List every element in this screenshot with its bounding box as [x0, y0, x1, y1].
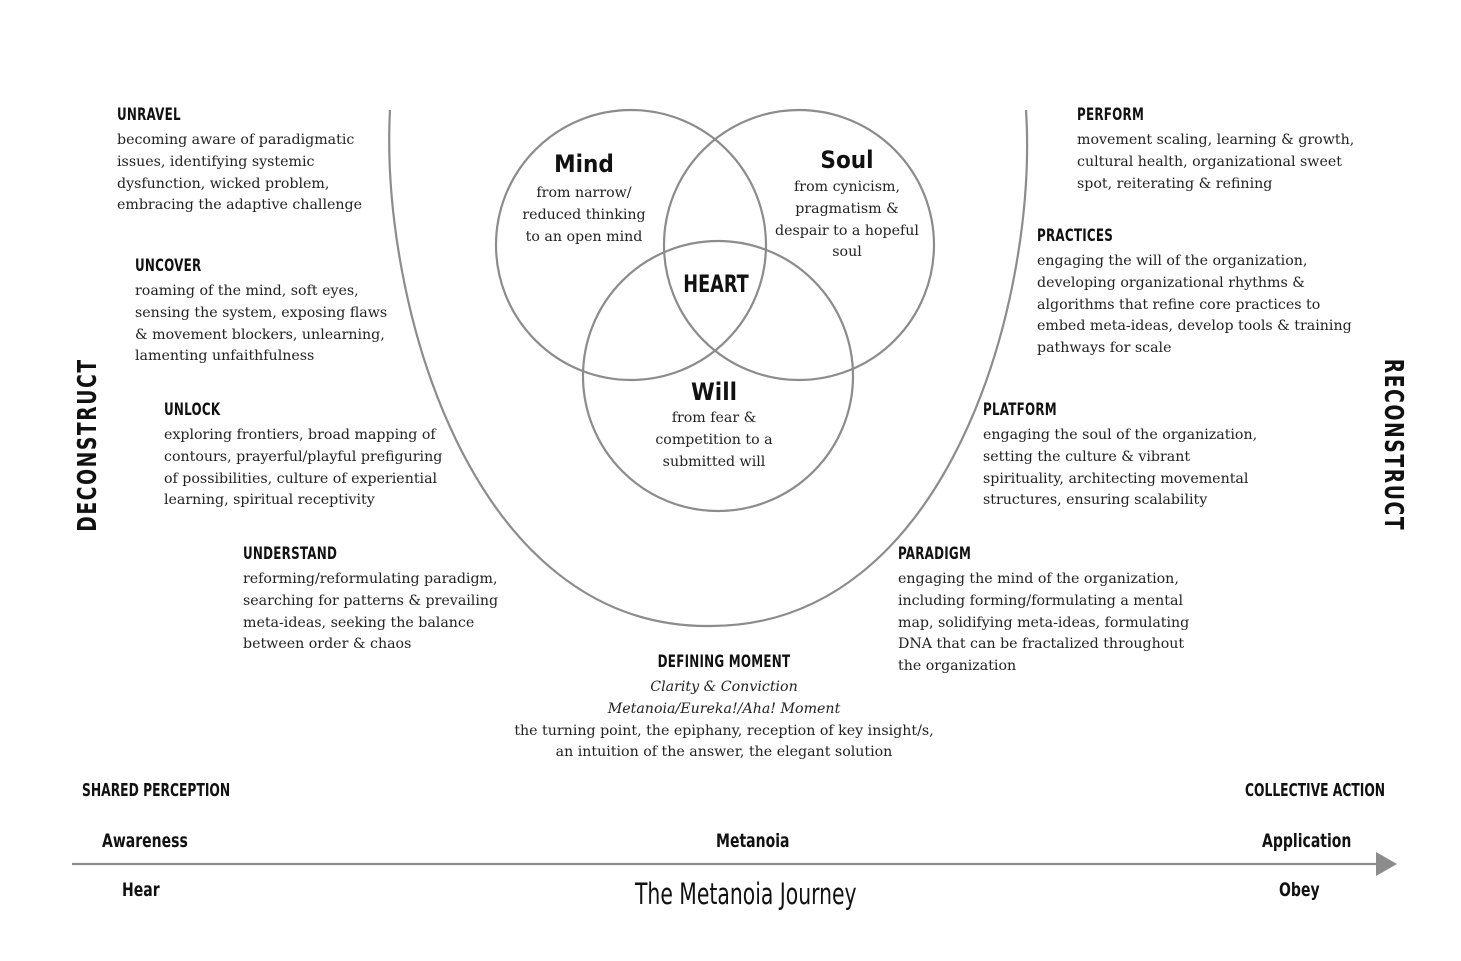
u-curve	[388, 109, 1029, 628]
step-understand: UNDERSTAND reforming/reformulating parad…	[243, 544, 498, 656]
shared-perception-label: SHARED PERCEPTION	[82, 780, 231, 801]
will-title: Will	[690, 378, 737, 406]
soul-title: Soul	[820, 146, 874, 174]
hear-label: Hear	[122, 879, 160, 901]
defining-moment-description: the turning point, the epiphany, recepti…	[514, 722, 934, 761]
journey-title: The Metanoia Journey	[635, 877, 857, 911]
reconstruct-label: RECONSTRUCT	[1378, 358, 1408, 532]
step-practices: PRACTICES engaging the will of the organ…	[1037, 226, 1352, 360]
obey-label: Obey	[1279, 879, 1320, 901]
step-perform: PERFORM movement scaling, learning & gro…	[1077, 105, 1354, 195]
deconstruct-label: DECONSTRUCT	[73, 358, 103, 532]
defining-moment-title: DEFINING MOMENT	[657, 652, 791, 672]
will-circle	[581, 239, 855, 513]
step-description: reforming/reformulating paradigm,searchi…	[243, 571, 499, 653]
metanoia-label: Metanoia	[716, 830, 790, 852]
mind-circle	[494, 108, 768, 382]
awareness-label: Awareness	[102, 830, 188, 852]
step-title: PLATFORM	[983, 400, 1057, 420]
step-title: UNCOVER	[135, 256, 202, 276]
step-description: roaming of the mind, soft eyes,sensing t…	[135, 283, 388, 365]
application-label: Application	[1262, 830, 1352, 852]
mind-title: Mind	[554, 150, 614, 178]
step-title: PARADIGM	[898, 544, 972, 564]
step-title: PERFORM	[1077, 105, 1145, 125]
soul-circle	[662, 108, 936, 382]
step-title: UNDERSTAND	[243, 544, 338, 564]
step-title: UNRAVEL	[117, 105, 181, 125]
step-unlock: UNLOCK exploring frontiers, broad mappin…	[164, 400, 442, 512]
step-platform: PLATFORM engaging the soul of the organi…	[983, 400, 1257, 512]
step-title: UNLOCK	[164, 400, 221, 420]
step-uncover: UNCOVER roaming of the mind, soft eyes,s…	[135, 256, 387, 368]
step-description: engaging the mind of the organization,in…	[898, 571, 1190, 675]
soul-description: from cynicism,pragmatism &despair to a h…	[775, 179, 919, 261]
step-paradigm: PARADIGM engaging the mind of the organi…	[898, 544, 1189, 678]
step-description: engaging the will of the organization,de…	[1037, 253, 1352, 357]
collective-action-label: COLLECTIVE ACTION	[1245, 780, 1386, 801]
step-description: engaging the soul of the organization,se…	[983, 427, 1258, 509]
heart-label: HEART	[683, 270, 749, 298]
step-title: PRACTICES	[1037, 226, 1114, 246]
step-description: movement scaling, learning & growth,cult…	[1077, 132, 1355, 192]
journey-arrowhead	[1376, 852, 1397, 876]
